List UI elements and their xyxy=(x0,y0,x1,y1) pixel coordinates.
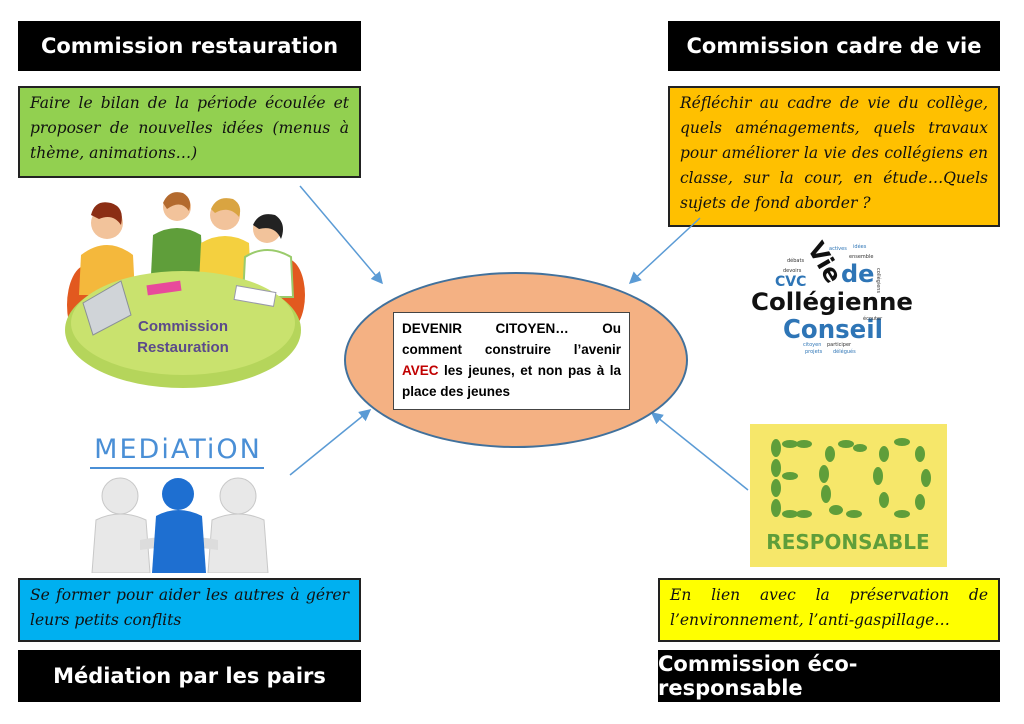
wordcloud-collegienne: Collégienne xyxy=(751,288,913,316)
person-3-icon xyxy=(199,198,251,283)
wordcloud-word-8: participer xyxy=(827,342,852,348)
title-commission-cadre-de-vie: Commission cadre de vie xyxy=(668,21,1000,71)
arrow-cadre-de-vie xyxy=(628,217,701,285)
wordcloud-word-7: collégiens xyxy=(875,268,882,293)
leaf-letters-icon xyxy=(771,438,931,518)
restauration-image-label-1: Commission xyxy=(138,318,228,335)
title-commission-eco-responsable: Commission éco-responsable xyxy=(658,650,1000,702)
wordcloud-word-1: actives xyxy=(829,246,847,252)
description-eco-responsable: En lien avec la préservation de l’enviro… xyxy=(658,578,1000,642)
wordcloud-de: de xyxy=(841,260,874,288)
center-text-accent: AVEC xyxy=(402,363,439,378)
description-restauration: Faire le bilan de la période écoulée et … xyxy=(18,86,361,178)
center-text-part1: DEVENIR CITOYEN… Ou comment construire l… xyxy=(402,321,621,357)
eco-responsable-illustration: RESPONSABLE xyxy=(750,424,947,567)
arrow-eco-responsable xyxy=(650,412,749,491)
center-statement: DEVENIR CITOYEN… Ou comment construire l… xyxy=(393,312,630,410)
left-person-icon xyxy=(91,477,151,573)
title-commission-restauration: Commission restauration xyxy=(18,21,361,71)
wordcloud-conseil: Conseil xyxy=(783,315,883,345)
restauration-illustration: Commission Restauration xyxy=(65,192,305,388)
eco-image-label: RESPONSABLE xyxy=(766,530,929,554)
mediator-person-icon xyxy=(152,478,206,573)
conseil-vie-collegienne-wordcloud: Vie de CVC Collégienne Conseil actives d… xyxy=(751,238,913,355)
wordcloud-word-6: écouter xyxy=(863,315,883,322)
person-2-icon xyxy=(151,192,203,275)
wordcloud-word-2: débats xyxy=(787,257,804,264)
restauration-image-label-2: Restauration xyxy=(137,339,229,356)
description-cadre-de-vie: Réfléchir au cadre de vie du collège, qu… xyxy=(668,86,1000,227)
wordcloud-word-11: citoyen xyxy=(803,342,821,348)
center-text-part2: les jeunes, et non pas à la place des je… xyxy=(402,363,621,399)
arrow-mediation xyxy=(289,409,372,476)
description-mediation: Se former pour aider les autres à gérer … xyxy=(18,578,361,642)
title-mediation-par-les-pairs: Médiation par les pairs xyxy=(18,650,361,702)
wordcloud-word-9: projets xyxy=(805,349,823,355)
mediation-illustration: MEDiATiON xyxy=(90,434,269,573)
wordcloud-word-10: délégués xyxy=(833,348,856,355)
wordcloud-word-5: devoirs xyxy=(783,268,802,274)
wordcloud-word-3: ensemble xyxy=(849,254,873,260)
wordcloud-word-4: idées xyxy=(853,243,867,250)
right-person-icon xyxy=(207,477,269,573)
mediation-image-label: MEDiATiON xyxy=(94,434,262,465)
arrow-restauration xyxy=(299,185,383,285)
wordcloud-cvc: CVC xyxy=(775,274,806,290)
